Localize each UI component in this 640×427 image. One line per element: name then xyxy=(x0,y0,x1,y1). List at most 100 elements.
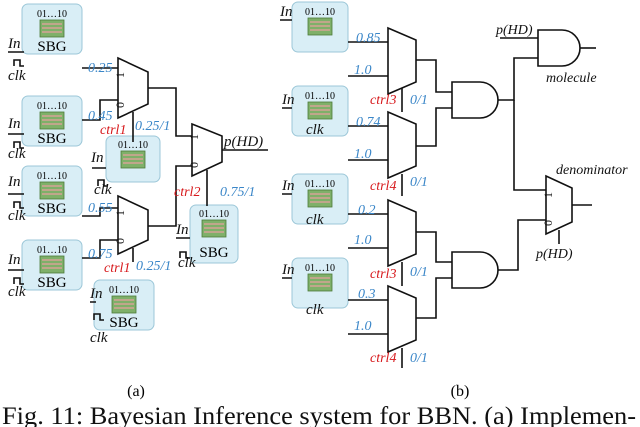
clk-label: clk xyxy=(8,208,26,224)
one-label: 1.0 xyxy=(354,233,372,248)
in-label: In xyxy=(279,4,293,20)
mux-a1 xyxy=(117,56,149,120)
sbg-bits: 01…10 xyxy=(37,101,67,112)
sbg-bits: 01…10 xyxy=(37,245,67,256)
branch-label: 0/1 xyxy=(410,175,428,190)
in-label: In xyxy=(7,174,21,190)
one-label: 1.0 xyxy=(354,147,372,162)
sbg-bits: 01…10 xyxy=(109,285,139,296)
mux-b3 xyxy=(387,198,417,268)
sbg-label: SBG xyxy=(37,201,66,217)
in-label: In xyxy=(7,252,21,268)
ctrl-label: ctrl4 xyxy=(370,179,396,194)
prob-label: 0.2 xyxy=(358,203,376,218)
one-label: 1.0 xyxy=(354,63,372,78)
sbg-label: SBG xyxy=(109,315,138,331)
sbg-label: SBG xyxy=(37,39,66,55)
ctrl-label: ctrl1 xyxy=(104,261,130,276)
in-label: In xyxy=(175,222,189,238)
mux-a3 xyxy=(191,122,223,178)
in-label: In xyxy=(90,150,104,166)
sbg-block-b1: 01…10 xyxy=(291,1,349,53)
branch-label: 0/1 xyxy=(410,351,428,366)
sbg-block-a6: 01…10 SBG xyxy=(189,204,239,264)
sbg-block-a7: 01…10 SBG xyxy=(93,279,155,331)
ctrl-label: ctrl4 xyxy=(370,351,396,366)
mux-a2 xyxy=(117,194,149,256)
ctrl-label: ctrl2 xyxy=(174,185,200,200)
mux-b2 xyxy=(387,110,417,180)
and-gate-2 xyxy=(451,251,499,289)
caption-b: (b) xyxy=(451,383,470,400)
sbg-block-a2: 01…10 SBG xyxy=(21,95,83,147)
sbg-block-a4: 01…10 SBG xyxy=(21,239,83,291)
branch-label: 0.25/1 xyxy=(136,259,171,274)
in-label: In xyxy=(7,116,21,132)
mux-input-label: 0 xyxy=(113,102,127,108)
ctrl-label: ctrl3 xyxy=(370,93,396,108)
clk-label: clk xyxy=(90,330,108,346)
prob-label: 0.74 xyxy=(356,115,381,130)
sbg-block-b4: 01…10 xyxy=(291,257,349,309)
sbg-block-a5: 01…10 xyxy=(105,135,161,183)
sbg-bits: 01…10 xyxy=(305,7,335,18)
clk-label: clk xyxy=(306,212,324,228)
prob-label: 0.25 xyxy=(88,61,113,76)
branch-label: 0.75/1 xyxy=(220,185,255,200)
mux-input-label: 1 xyxy=(113,72,127,78)
in-label: In xyxy=(281,92,295,108)
branch-label: 0/1 xyxy=(410,93,428,108)
clk-label: clk xyxy=(8,284,26,300)
p-hd-label: p(HD) xyxy=(495,23,533,38)
sbg-label: SBG xyxy=(37,131,66,147)
sbg-label: SBG xyxy=(199,245,228,261)
prob-label: 0.3 xyxy=(358,287,376,302)
p-hd-label: p(HD) xyxy=(535,247,573,262)
clk-label: clk xyxy=(8,68,26,84)
sbg-block-a3: 01…10 SBG xyxy=(21,165,83,217)
sbg-bits: 01…10 xyxy=(305,263,335,274)
sbg-block-b2: 01…10 xyxy=(291,85,349,137)
wires-a xyxy=(8,51,268,321)
clk-label: clk xyxy=(306,122,324,138)
in-label: In xyxy=(7,36,21,52)
mux-input-label: 1 xyxy=(113,210,127,216)
wires-b xyxy=(280,19,596,368)
sbg-block-a1: 01…10 SBG xyxy=(21,3,83,55)
ctrl-label: ctrl3 xyxy=(370,267,396,282)
mux-b4 xyxy=(387,284,417,354)
ctrl-label: ctrl1 xyxy=(100,123,126,138)
figure-caption: Fig. 11: Bayesian Inference system for B… xyxy=(2,403,636,427)
mux-input-label: 1 xyxy=(187,134,201,140)
in-label: In xyxy=(281,178,295,194)
prob-label: 0.75 xyxy=(88,247,113,262)
in-label: In xyxy=(89,286,103,302)
mux-input-label: 0 xyxy=(541,220,555,226)
sbg-bits: 01…10 xyxy=(305,179,335,190)
output-label: p(HD) xyxy=(223,134,263,150)
mux-b1 xyxy=(387,26,417,96)
and-gate-1 xyxy=(451,81,499,119)
sbg-block-b3: 01…10 xyxy=(291,173,349,225)
prob-label: 0.45 xyxy=(88,109,113,124)
sbg-bits: 01…10 xyxy=(199,209,229,220)
caption-a: (a) xyxy=(127,383,145,400)
prob-label: 0.85 xyxy=(356,31,381,46)
prob-label: 0.55 xyxy=(88,201,113,216)
in-label: In xyxy=(281,262,295,278)
one-label: 1.0 xyxy=(354,319,372,334)
and-gate-molecule xyxy=(537,29,581,67)
sbg-label: SBG xyxy=(37,275,66,291)
clk-label: clk xyxy=(94,182,112,198)
denominator-label: denominator xyxy=(556,163,628,178)
branch-label: 0.25/1 xyxy=(135,119,170,134)
sbg-bits: 01…10 xyxy=(37,9,67,20)
clk-label: clk xyxy=(8,146,26,162)
mux-input-label: 0 xyxy=(187,162,201,168)
molecule-label: molecule xyxy=(546,71,597,86)
sbg-bits: 01…10 xyxy=(37,171,67,182)
branch-label: 0/1 xyxy=(410,265,428,280)
sbg-bits: 01…10 xyxy=(305,91,335,102)
